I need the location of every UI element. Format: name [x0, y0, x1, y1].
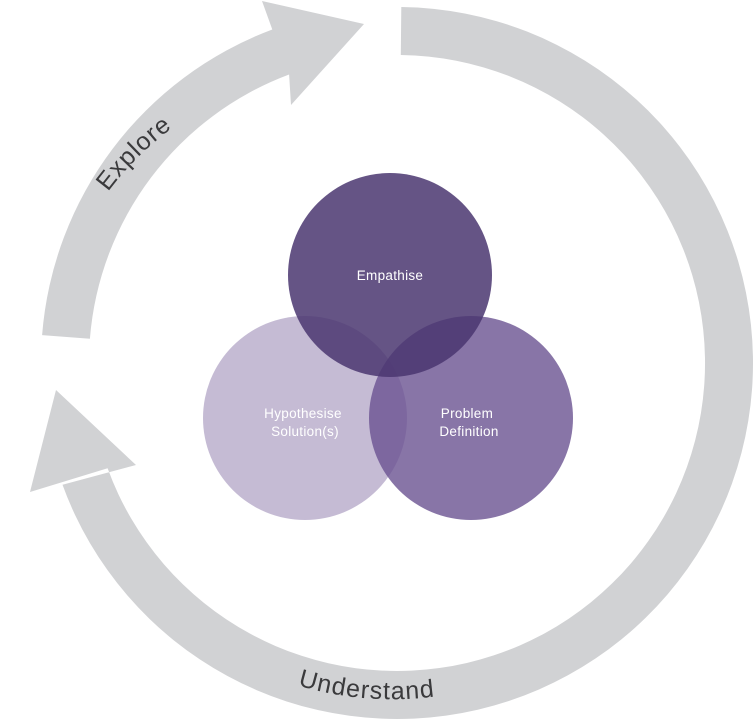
- problem-definition-label: Problem Definition: [439, 406, 498, 439]
- empathise-label: Empathise: [357, 268, 423, 283]
- empathise-circle: [288, 173, 492, 377]
- problem-definition-label-line-2: Definition: [439, 424, 498, 439]
- empathise-label-line: Empathise: [357, 268, 423, 283]
- hypothesise-label: Hypothesise Solution(s): [264, 406, 346, 439]
- problem-definition-label-line-1: Problem: [441, 406, 493, 421]
- venn: [203, 173, 573, 520]
- hypothesise-label-line-1: Hypothesise: [264, 406, 342, 421]
- explore-arrow: [42, 1, 364, 339]
- hypothesise-label-line-2: Solution(s): [271, 424, 339, 439]
- cycle-ring: [30, 1, 754, 719]
